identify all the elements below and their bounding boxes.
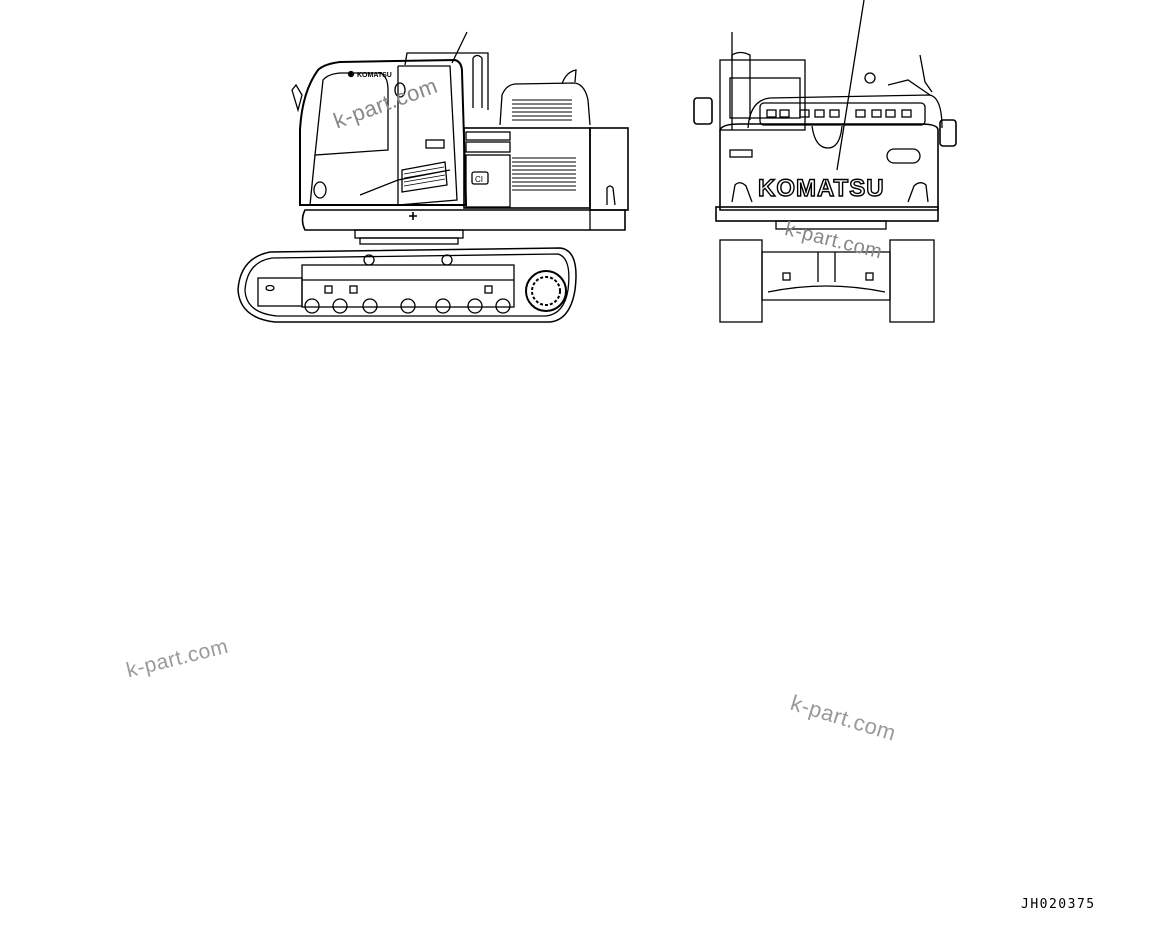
rear-view-drawing: KOMATSU	[680, 0, 970, 330]
rear-komatsu-logo: KOMATSU	[758, 175, 885, 202]
side-view-drawing: KOMATSU CI	[230, 0, 640, 330]
watermark: k-part.com	[124, 634, 231, 683]
leader-line	[836, 0, 865, 171]
drawing-code: JH020375	[1021, 897, 1096, 912]
leader-line	[451, 31, 468, 64]
side-badge: CI	[475, 175, 483, 184]
cab-logo: KOMATSU	[357, 72, 392, 79]
watermark: k-part.com	[787, 690, 900, 746]
